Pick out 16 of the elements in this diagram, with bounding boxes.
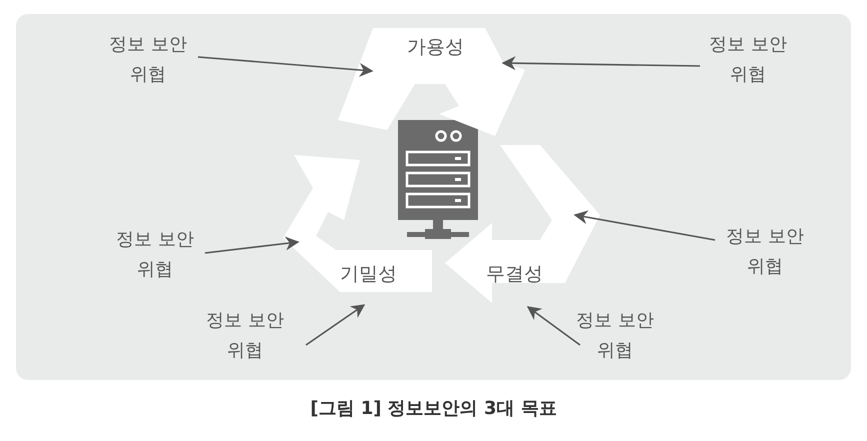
threat-label: 정보 보안 위협 <box>115 228 195 282</box>
threat-label: 정보 보안 위협 <box>108 33 188 87</box>
arrow <box>204 236 300 254</box>
arrow <box>198 56 374 77</box>
arrow <box>306 304 366 346</box>
threat-label: 정보 보안 위협 <box>708 33 788 87</box>
goal-label: 무결성 <box>486 262 543 287</box>
arrow <box>574 210 716 241</box>
threat-label: 정보 보안 위협 <box>575 309 655 363</box>
goal-label: 가용성 <box>407 35 464 60</box>
figure-caption: [그림 1] 정보보안의 3대 목표 <box>309 397 558 420</box>
arrow <box>526 306 580 346</box>
threat-label: 정보 보안 위협 <box>205 309 285 363</box>
goal-label: 기밀성 <box>340 262 397 287</box>
arrow <box>502 56 700 70</box>
threat-label: 정보 보안 위협 <box>725 225 805 279</box>
